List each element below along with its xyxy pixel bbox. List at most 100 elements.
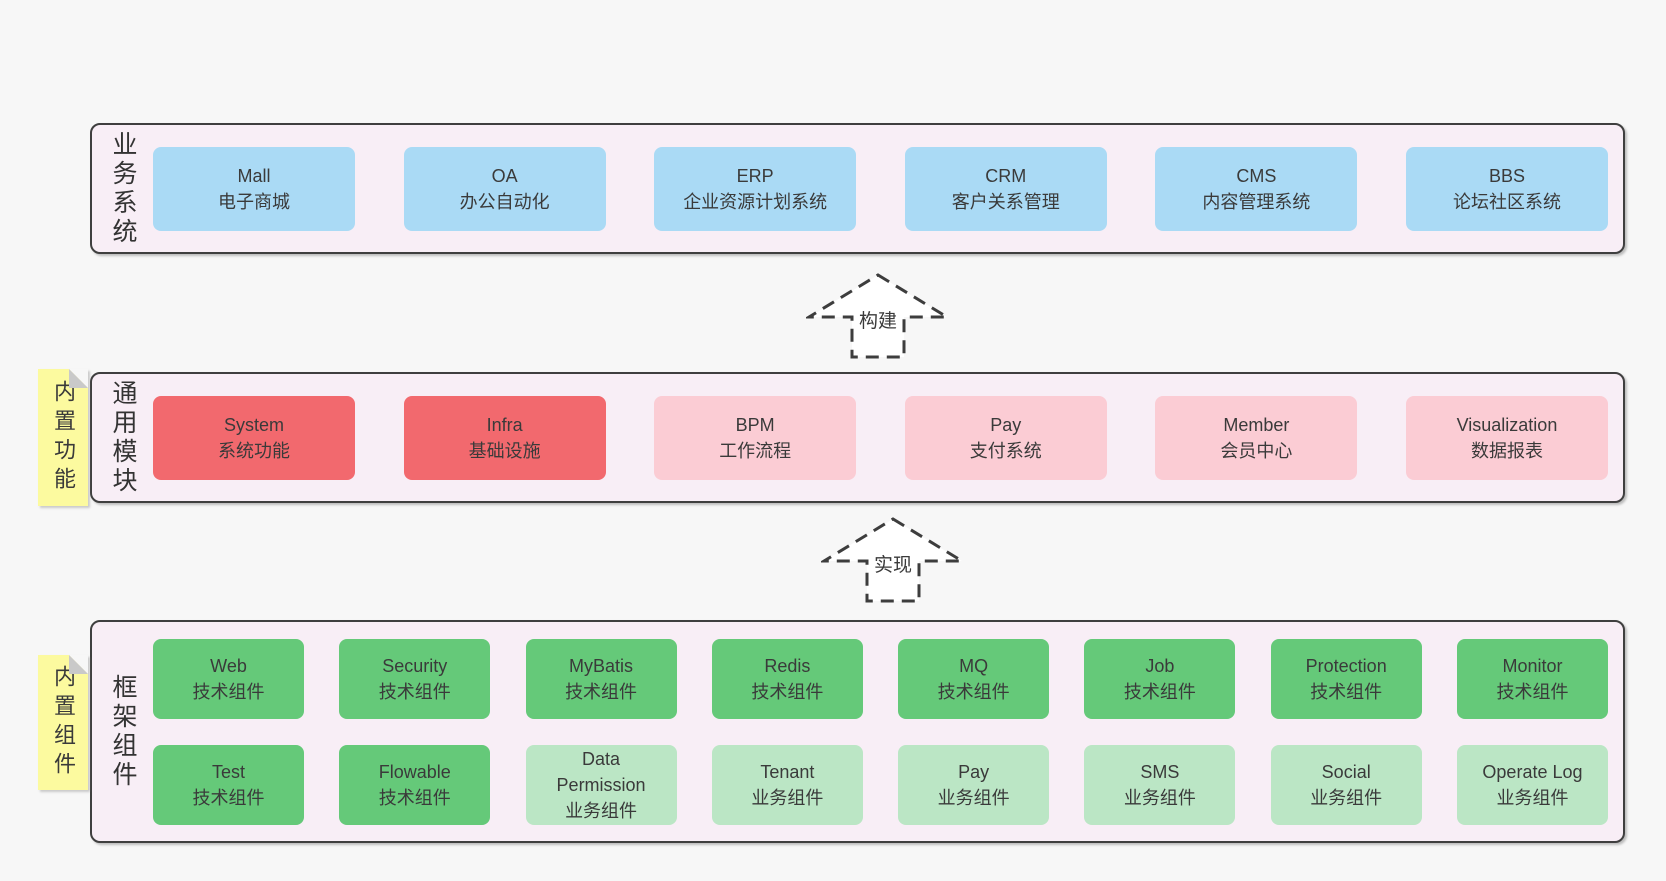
box-social: Social 业务组件 <box>1270 744 1422 825</box>
box-subtitle: 业务组件 <box>751 787 824 808</box>
box-title: Data Permission <box>556 748 646 795</box>
framework-row-1: Web 技术组件 Security 技术组件 MyBatis 技术组件 Redi… <box>153 638 1608 719</box>
built-in-components-note-text: 内置组件 <box>51 664 76 781</box>
box-subtitle: 业务组件 <box>565 800 638 821</box>
box-web: Web 技术组件 <box>153 638 304 719</box>
box-subtitle: 技术组件 <box>1496 681 1569 702</box>
box-bbs: BBS 论坛社区系统 <box>1405 146 1608 231</box>
common-modules-boxes: System 系统功能 Infra 基础设施 BPM 工作流程 Pay 支付系统… <box>153 374 1623 501</box>
box-title: Web <box>210 655 247 676</box>
box-bpm: BPM 工作流程 <box>654 395 857 480</box>
box-subtitle: 技术组件 <box>192 681 265 702</box>
box-title: Monitor <box>1502 655 1563 676</box>
business-systems-boxes: Mall 电子商城 OA 办公自动化 ERP 企业资源计划系统 CRM 客户关系… <box>153 125 1623 252</box>
implement-arrow: 实现 <box>821 517 965 603</box>
box-subtitle: 办公自动化 <box>459 191 550 212</box>
box-mybatis: MyBatis 技术组件 <box>525 638 677 719</box>
box-pay-module: Pay 支付系统 <box>904 395 1107 480</box>
build-arrow: 构建 <box>806 273 950 359</box>
box-sms: SMS 业务组件 <box>1084 744 1236 825</box>
box-subtitle: 技术组件 <box>1123 681 1196 702</box>
box-subtitle: 工作流程 <box>719 440 792 461</box>
built-in-features-note: 内置功能 <box>38 369 88 506</box>
box-visualization: Visualization 数据报表 <box>1405 395 1608 480</box>
business-systems-container: 业务系统 Mall 电子商城 OA 办公自动化 ERP 企业资源计划系统 CRM… <box>90 123 1625 254</box>
box-flowable: Flowable 技术组件 <box>339 744 491 825</box>
box-title: Security <box>382 655 448 676</box>
box-subtitle: 业务组件 <box>1123 787 1196 808</box>
box-subtitle: 电子商城 <box>218 191 290 212</box>
box-subtitle: 会员中心 <box>1220 440 1293 461</box>
box-title: MQ <box>959 655 989 676</box>
box-member: Member 会员中心 <box>1155 395 1358 480</box>
built-in-components-note: 内置组件 <box>38 655 88 790</box>
box-infra: Infra 基础设施 <box>403 395 606 480</box>
box-title: Protection <box>1305 655 1387 676</box>
box-title: Pay <box>990 414 1022 435</box>
box-title: BPM <box>735 414 775 435</box>
implement-arrow-label: 实现 <box>870 550 916 577</box>
box-title: Tenant <box>760 761 815 782</box>
box-protection: Protection 技术组件 <box>1270 638 1422 719</box>
box-erp: ERP 企业资源计划系统 <box>654 146 857 231</box>
box-subtitle: 数据报表 <box>1470 440 1543 461</box>
box-crm: CRM 客户关系管理 <box>904 146 1107 231</box>
box-title: ERP <box>736 165 774 186</box>
built-in-features-note-text: 内置功能 <box>51 379 76 496</box>
box-title: Pay <box>958 761 990 782</box>
box-test: Test 技术组件 <box>153 744 304 825</box>
box-subtitle: 内容管理系统 <box>1202 191 1311 212</box>
box-subtitle: 基础设施 <box>468 440 541 461</box>
box-subtitle: 技术组件 <box>378 681 451 702</box>
common-modules-label-text: 通用模块 <box>109 379 137 496</box>
box-subtitle: 业务组件 <box>1310 787 1383 808</box>
box-operate-log: Operate Log 业务组件 <box>1456 744 1608 825</box>
box-title: SMS <box>1140 761 1180 782</box>
box-title: CMS <box>1236 165 1277 186</box>
box-subtitle: 支付系统 <box>969 440 1042 461</box>
box-title: Flowable <box>378 761 451 782</box>
framework-components-container: 框架组件 Web 技术组件 Security 技术组件 MyBatis 技术组件… <box>90 620 1625 843</box>
box-cms: CMS 内容管理系统 <box>1155 146 1358 231</box>
business-systems-label-text: 业务系统 <box>109 130 137 247</box>
box-tenant: Tenant 业务组件 <box>711 744 863 825</box>
box-monitor: Monitor 技术组件 <box>1456 638 1608 719</box>
common-modules-container: 通用模块 System 系统功能 Infra 基础设施 BPM 工作流程 Pay… <box>90 372 1625 503</box>
box-title: Job <box>1145 655 1175 676</box>
box-subtitle: 企业资源计划系统 <box>683 191 828 212</box>
box-subtitle: 技术组件 <box>937 681 1010 702</box>
box-subtitle: 业务组件 <box>937 787 1010 808</box>
box-subtitle: 技术组件 <box>751 681 824 702</box>
box-subtitle: 技术组件 <box>378 787 451 808</box>
box-mq: MQ 技术组件 <box>898 638 1050 719</box>
box-pay-component: Pay 业务组件 <box>898 744 1050 825</box>
box-title: Mall <box>237 165 271 186</box>
box-title: System <box>223 414 284 435</box>
box-system: System 系统功能 <box>153 395 355 480</box>
framework-components-rows: Web 技术组件 Security 技术组件 MyBatis 技术组件 Redi… <box>153 622 1623 841</box>
framework-row-2: Test 技术组件 Flowable 技术组件 Data Permission … <box>153 744 1608 825</box>
business-systems-label: 业务系统 <box>92 125 153 252</box>
box-subtitle: 技术组件 <box>565 681 638 702</box>
box-oa: OA 办公自动化 <box>403 146 606 231</box>
box-security: Security 技术组件 <box>339 638 491 719</box>
box-title: MyBatis <box>569 655 634 676</box>
box-redis: Redis 技术组件 <box>711 638 863 719</box>
box-subtitle: 技术组件 <box>1310 681 1383 702</box>
box-title: OA <box>491 165 518 186</box>
framework-components-label-text: 框架组件 <box>109 673 137 790</box>
box-subtitle: 论坛社区系统 <box>1452 191 1561 212</box>
box-title: Social <box>1321 761 1371 782</box>
box-title: Visualization <box>1456 414 1558 435</box>
box-title: CRM <box>985 165 1027 186</box>
box-title: BBS <box>1488 165 1525 186</box>
build-arrow-label: 构建 <box>855 306 901 333</box>
box-title: Redis <box>764 655 811 676</box>
box-data-permission: Data Permission 业务组件 <box>525 744 677 825</box>
box-subtitle: 系统功能 <box>218 440 290 461</box>
box-title: Member <box>1223 414 1290 435</box>
box-title: Test <box>211 761 245 782</box>
box-subtitle: 业务组件 <box>1496 787 1569 808</box>
box-subtitle: 技术组件 <box>192 787 265 808</box>
